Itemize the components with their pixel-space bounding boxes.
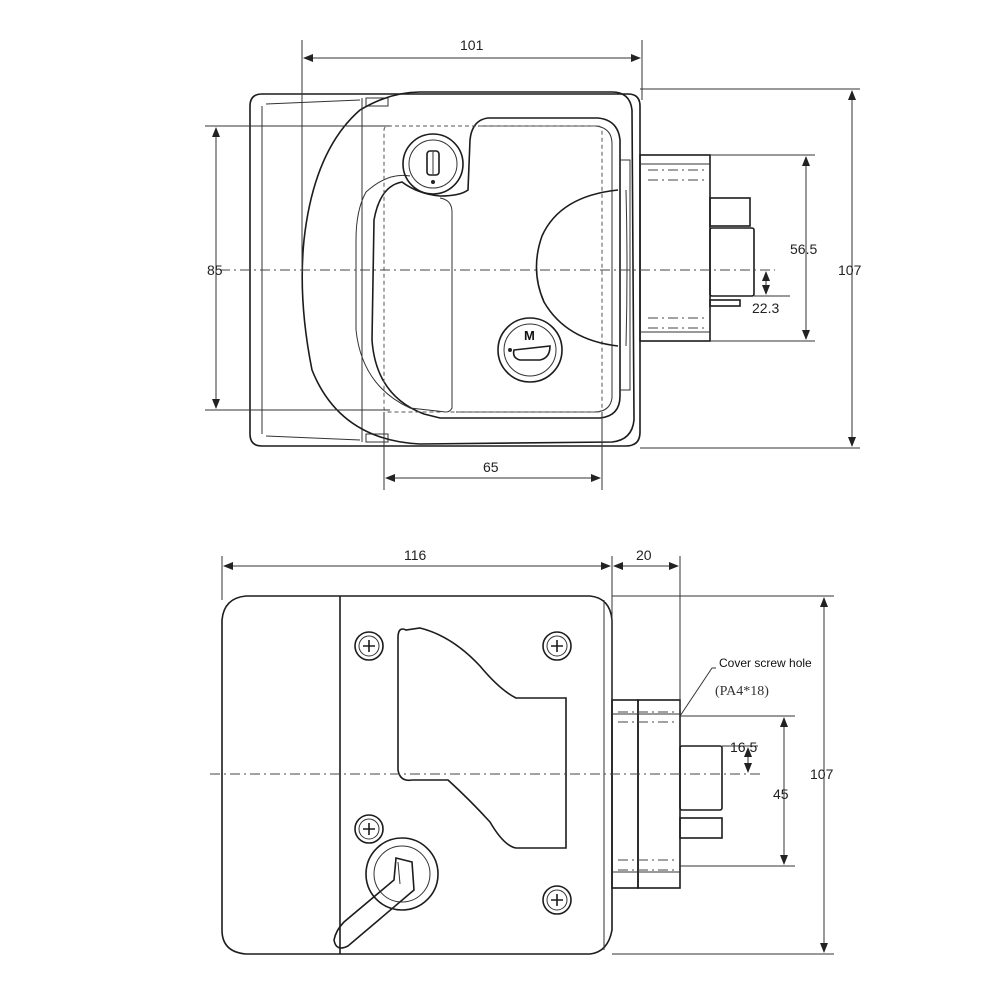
- dim-bottom-bolt-span: 45: [773, 786, 789, 802]
- rear-body: [221, 595, 613, 955]
- dim-top-height-right: 107: [838, 262, 862, 278]
- thumb-turn: [333, 837, 439, 949]
- front-view: M 101 85 107: [205, 37, 862, 490]
- dim-bottom-height: 107: [810, 766, 834, 782]
- screw-bottom-left: [354, 814, 384, 844]
- handle-body: [301, 91, 635, 445]
- key-letter: M: [524, 328, 535, 343]
- dim-top-height-left: 85: [207, 262, 223, 278]
- inner-pocket: [397, 627, 567, 849]
- bolt-housing-rear: [611, 699, 723, 889]
- lock-knob: M: [497, 317, 563, 383]
- handle-inner: [371, 117, 621, 419]
- cover-screw-hole-label: Cover screw hole: [719, 656, 812, 670]
- screw-top-right: [542, 631, 572, 661]
- screw-top-left: [354, 631, 384, 661]
- dim-top-width: 101: [460, 37, 484, 53]
- screw-bottom-right: [542, 885, 572, 915]
- rear-view: 116 20 107 45 16.5 Cover screw hole (PA4…: [210, 547, 834, 955]
- screw-spec-label: (PA4*18): [715, 684, 769, 699]
- dim-bottom-width: 116: [404, 547, 427, 563]
- bolt-housing-top: [639, 154, 755, 342]
- dim-bottom-bolt-offset: 16.5: [730, 739, 757, 755]
- key-cylinder-top: [402, 133, 464, 195]
- dim-top-bolt-offset: 22.3: [752, 300, 779, 316]
- dim-top-inner-width: 65: [483, 459, 499, 475]
- cutout-outline: [383, 125, 603, 413]
- dim-top-bolt-span: 56.5: [790, 241, 817, 257]
- paddle: [535, 189, 619, 347]
- rear-frame: [249, 93, 641, 447]
- dim-bottom-depth: 20: [636, 547, 652, 563]
